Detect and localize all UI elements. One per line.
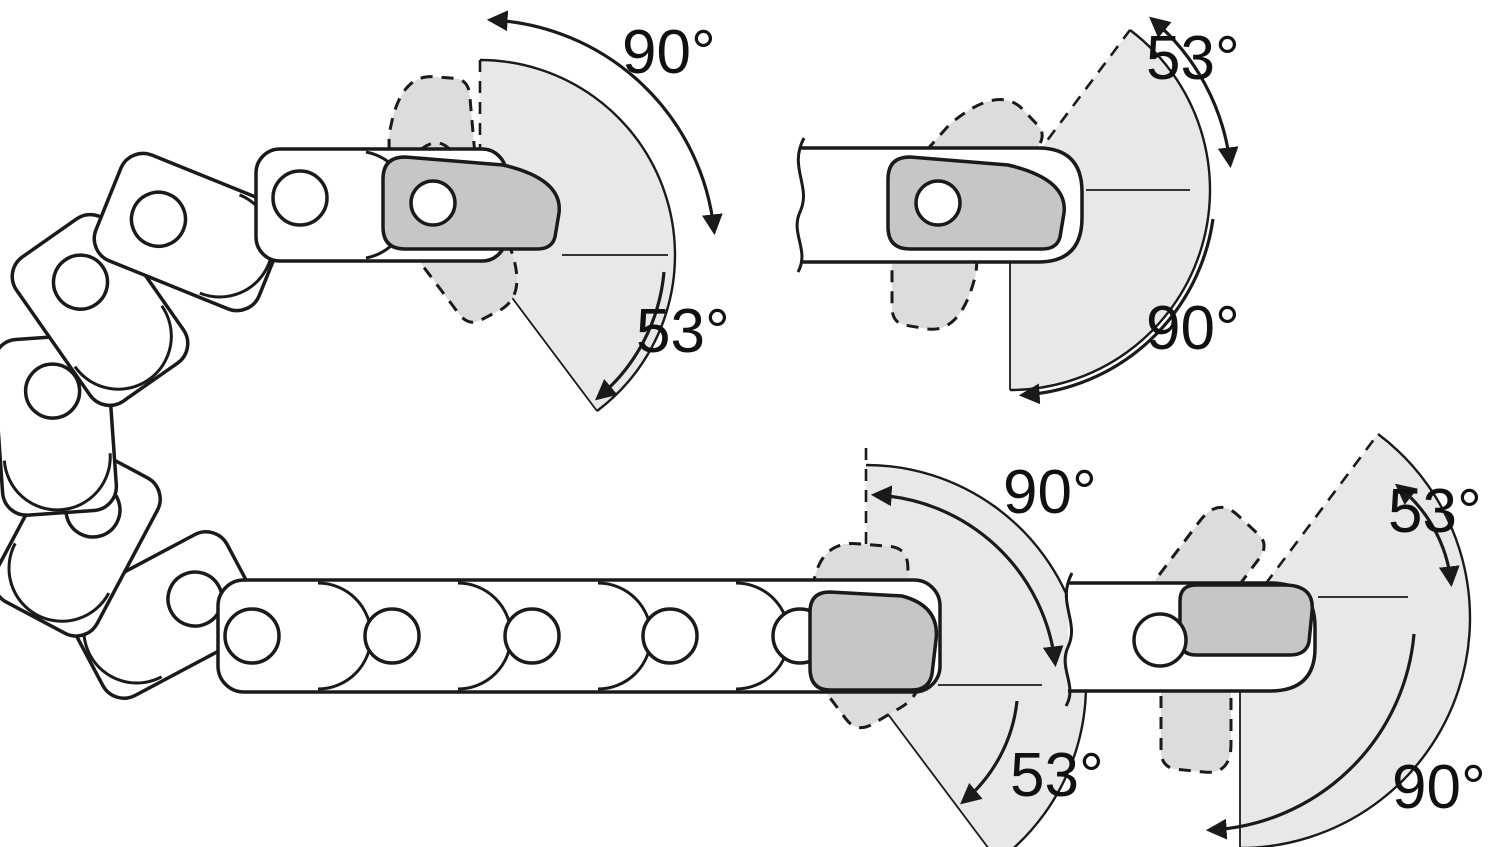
mounting-bracket-top-left bbox=[381, 155, 561, 251]
angle-arc-up-top-right bbox=[1149, 16, 1239, 169]
link-pin-hole bbox=[363, 607, 421, 665]
angle-arc-up-bottom-right bbox=[1394, 483, 1460, 588]
bracket-pivot-hole bbox=[1132, 612, 1188, 668]
link-pin-hole bbox=[223, 607, 281, 665]
break-symbol bbox=[795, 137, 806, 273]
bracket-pivot-hole bbox=[409, 179, 457, 227]
angle-label: 53° bbox=[1010, 741, 1104, 810]
angle-label: 90° bbox=[1392, 753, 1486, 822]
angle-label: 90° bbox=[1146, 294, 1240, 363]
bracket-body bbox=[808, 590, 939, 692]
mounting-bracket-top-right bbox=[886, 155, 1066, 251]
bracket-body bbox=[1178, 583, 1315, 657]
angle-arc-down-bottom-middle bbox=[960, 700, 1019, 805]
chain-bottom-segment bbox=[216, 578, 942, 694]
link-pin-hole bbox=[271, 169, 329, 227]
angle-arc-down-top-right bbox=[1018, 218, 1215, 405]
angle-label: 90° bbox=[1003, 458, 1097, 527]
break-symbol bbox=[1063, 572, 1074, 707]
angle-arc-down-top-left bbox=[595, 271, 666, 401]
angle-arc-up-top-left bbox=[486, 10, 723, 236]
link-pin-hole bbox=[503, 607, 561, 665]
angle-label: 90° bbox=[622, 18, 716, 87]
angle-label: 53° bbox=[636, 297, 730, 366]
sector-upper-limit-dashed-line bbox=[1238, 433, 1380, 619]
angle-label: 53° bbox=[1146, 24, 1240, 93]
bracket-pivot-hole bbox=[914, 179, 962, 227]
angle-arc-down-bottom-right bbox=[1205, 633, 1416, 840]
angle-label: 53° bbox=[1388, 477, 1482, 546]
link-pin-hole bbox=[641, 607, 699, 665]
mounting-bracket-bottom-right bbox=[1132, 583, 1315, 668]
mounting-bracket-bottom-middle bbox=[808, 590, 939, 692]
angle-arc-up-bottom-middle bbox=[870, 485, 1064, 668]
